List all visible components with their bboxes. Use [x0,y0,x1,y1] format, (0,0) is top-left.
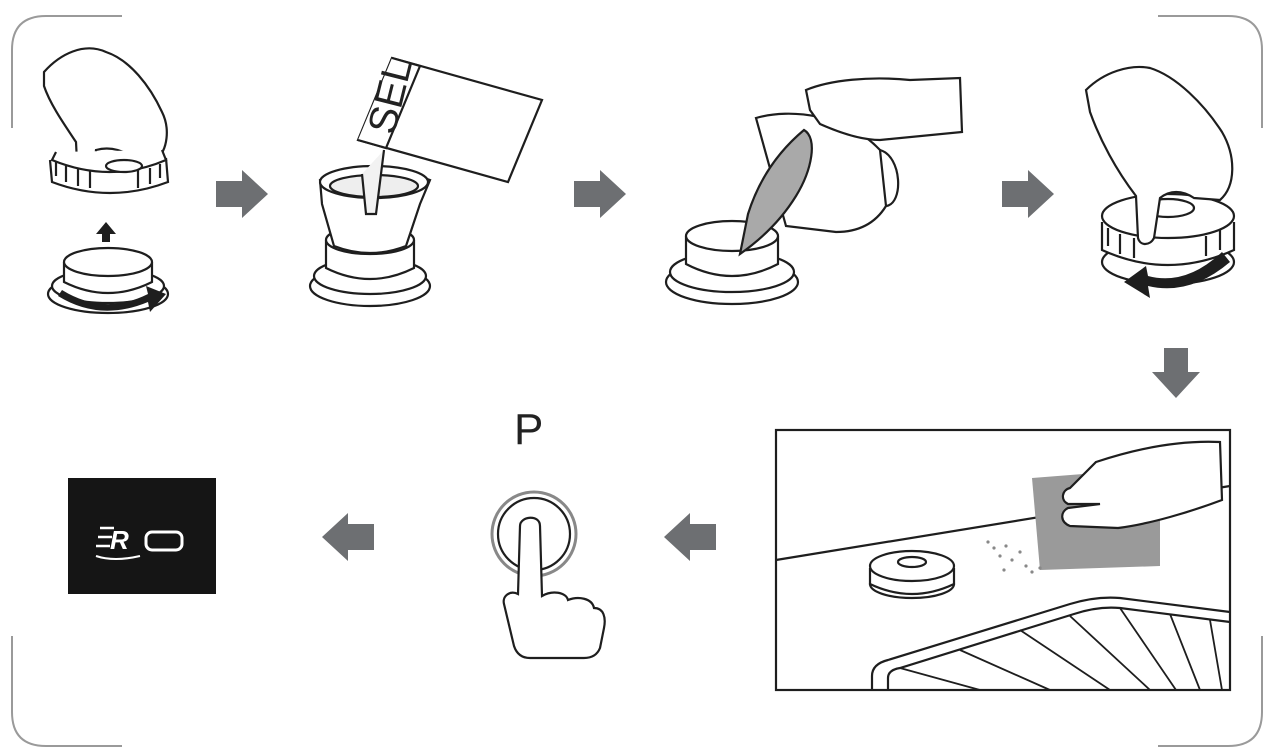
hand-icon [1084,65,1234,246]
frame-corner-top-left [11,15,122,128]
arrow-left-icon [322,513,374,561]
rotate-arrow-icon [58,286,166,312]
hand-icon [804,76,964,142]
indicator-light-icon [144,530,184,552]
arrow-down-icon [1152,348,1200,398]
frame-corner-bottom-right [1158,636,1263,747]
water-stream-icon [738,128,813,257]
arrow-right-icon [216,170,268,218]
program-button-label: P [514,405,543,454]
arrow-right-icon [1002,170,1054,218]
indicator-display-panel [68,478,216,594]
step-screw-cap [1084,65,1236,298]
frame-corner-bottom-left [11,636,122,747]
filter-outline [870,596,1231,690]
arrow-up-icon [96,222,116,242]
pointing-finger-icon [502,516,606,660]
arrow-right-icon [574,170,626,218]
hand-icon [1061,440,1224,530]
salt-indicator-letter: R [110,525,129,555]
step-unscrew-cap [42,47,170,315]
step-press-program: P [490,405,606,660]
step-wipe-spilled-salt [774,428,1232,692]
rotate-arrow-icon [1124,252,1230,298]
salt-indicator-lines-icon [96,526,114,548]
salt-grains [986,540,1042,574]
frame-corners [11,15,1263,747]
step-indicator-display: R [68,478,216,594]
step-pour-water [664,76,964,306]
frame-corner-top-right [1158,15,1263,128]
step-pour-salt: SEL [308,54,544,308]
arrow-left-icon [664,513,716,561]
